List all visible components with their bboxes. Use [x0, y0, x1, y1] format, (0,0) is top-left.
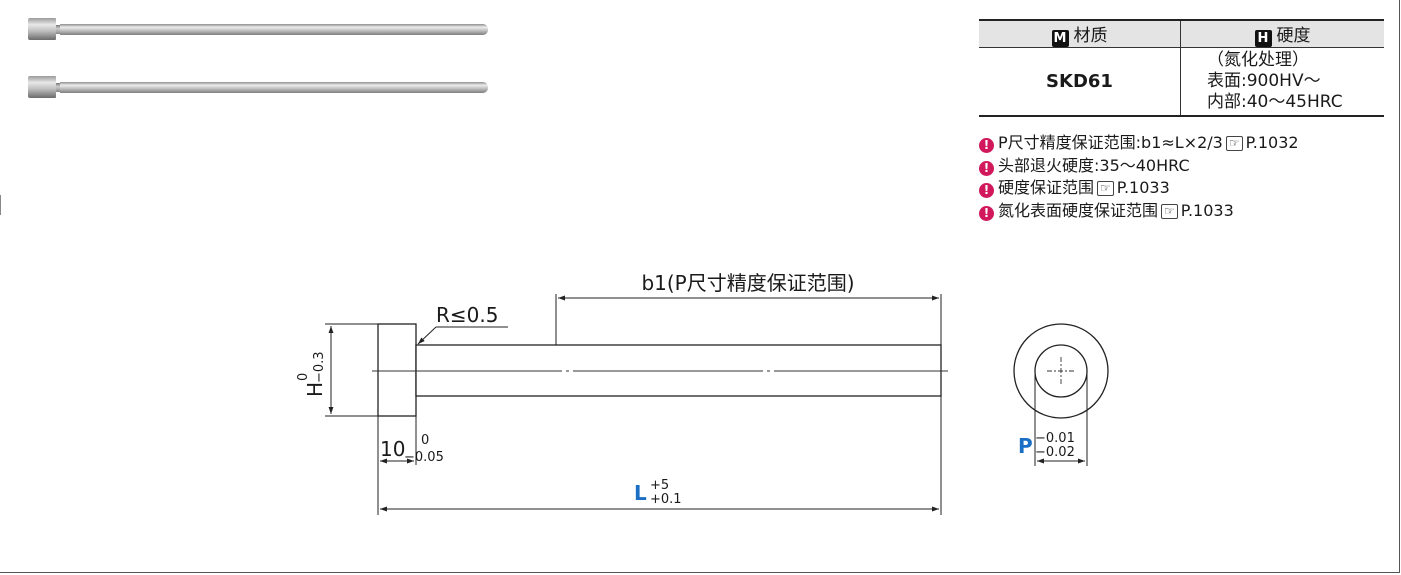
h-dimension-text: H 0 −0.3 [296, 351, 327, 397]
page-reference-icon: ☞ [1225, 136, 1243, 151]
pin-neck [56, 83, 60, 92]
notes-list: !P尺寸精度保证范围:b1≈L×2/3☞P.1032 !头部退火硬度:35～40… [979, 132, 1299, 222]
head-tol-lower: −0.05 [404, 450, 444, 465]
svg-text:0: 0 [296, 373, 311, 381]
frame-edge-mark [0, 195, 1, 215]
pin-head [28, 18, 56, 40]
ejector-pin-photo-1 [28, 18, 490, 40]
page-link[interactable]: P.1033 [1180, 200, 1234, 220]
b1-label: b1(P尺寸精度保证范围) [641, 271, 854, 295]
hardness-value: （氮化处理） 表面:900HV～ 内部:40～45HRC [1180, 47, 1384, 117]
pin-neck [56, 25, 60, 34]
pin-shaft [60, 82, 488, 93]
warning-icon: ! [979, 183, 994, 198]
pin-shaft-outline [415, 344, 942, 397]
page-reference-icon: ☞ [1161, 203, 1178, 219]
warning-icon: ! [979, 138, 994, 153]
svg-text:H: H [303, 382, 327, 397]
page-reference-icon: ☞ [1097, 181, 1114, 196]
material-value: SKD61 [979, 47, 1181, 117]
l-tol-upper: +5 [650, 478, 669, 493]
warning-icon: ! [979, 160, 994, 176]
l-tol-lower: +0.1 [650, 492, 682, 507]
l-label: L [634, 481, 647, 505]
warning-icon: ! [979, 205, 994, 221]
head-tol-upper: 0 [421, 433, 429, 448]
head-length-label: 10 [380, 437, 405, 461]
pin-head [28, 76, 56, 98]
pin-head-outline [377, 323, 417, 417]
svg-text:−0.3: −0.3 [312, 351, 327, 383]
p-tol-upper: −0.01 [1035, 431, 1075, 446]
material-badge-icon: M [1051, 30, 1069, 47]
page-link[interactable]: P.1032 [1245, 133, 1299, 152]
page-link[interactable]: P.1033 [1116, 178, 1170, 197]
ejector-pin-photo-2 [28, 76, 490, 98]
p-label: P [1018, 434, 1033, 458]
radius-leader [417, 326, 437, 345]
note-item: !头部退火硬度:35～40HRC [979, 155, 1299, 178]
note-item: !P尺寸精度保证范围:b1≈L×2/3☞P.1032 [979, 132, 1299, 155]
pin-shaft [60, 24, 488, 35]
note-item: !硬度保证范围☞P.1033 [979, 177, 1299, 200]
p-tol-lower: −0.02 [1035, 445, 1075, 460]
note-item: !氮化表面硬度保证范围☞P.1033 [979, 200, 1299, 223]
hardness-badge-icon: H [1254, 30, 1272, 47]
radius-label: R≤0.5 [436, 303, 498, 327]
